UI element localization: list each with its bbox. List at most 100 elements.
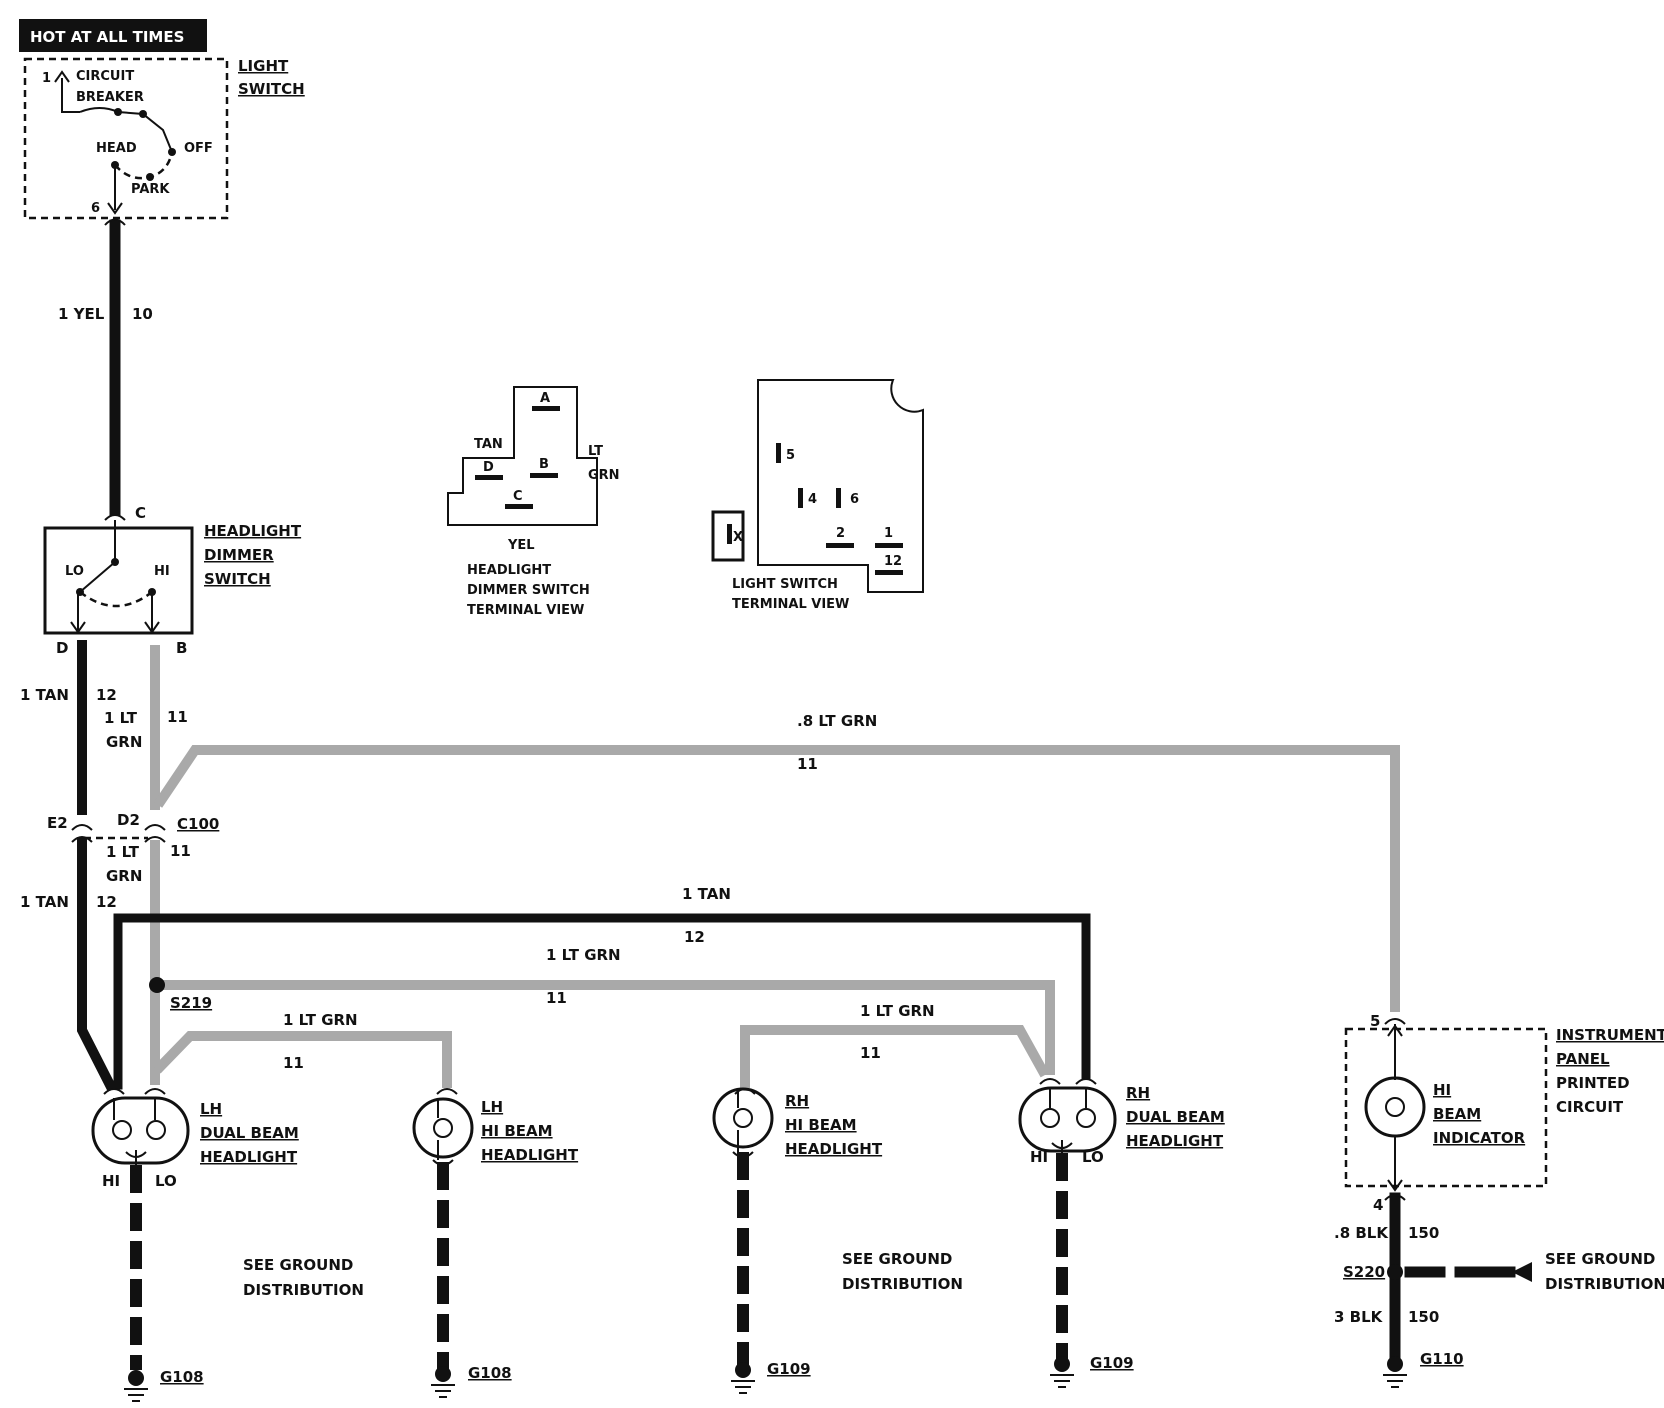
tan-lower-size: 1 TAN (20, 893, 69, 911)
ground-g109a: G109 (767, 1360, 811, 1378)
grn-lhhi-circuit: 11 (283, 1054, 304, 1072)
dimmer-terminal-view: A D B C TAN LT GRN YEL HEADLIGHT DIMMER … (447, 386, 620, 618)
tan-rh-circuit: 12 (684, 928, 705, 946)
indicator-pin5: 5 (1370, 1012, 1380, 1030)
grn-upper-size: 1 LT (104, 709, 138, 727)
connector-c100: E2 D2 C100 (47, 811, 219, 843)
grn-c100-size2: GRN (106, 867, 142, 885)
light-switch-name-2: SWITCH (238, 80, 305, 98)
lh-dual-name-2: DUAL BEAM (200, 1124, 299, 1142)
dimmer-view-yel: YEL (507, 538, 535, 553)
grn-ip-size: .8 LT GRN (797, 712, 877, 730)
ground-note-mid-2: DISTRIBUTION (842, 1275, 963, 1293)
indicator-name-1: HI (1433, 1081, 1451, 1099)
ground-symbols (124, 1356, 1407, 1402)
rh-hi-name-3: HEADLIGHT (785, 1140, 883, 1158)
lh-dual-name-1: LH (200, 1100, 222, 1118)
splice-s219-dot (149, 977, 165, 993)
rh-hi-beam-headlight: RH HI BEAM HEADLIGHT (712, 1087, 883, 1158)
lh-dual-lo: LO (155, 1172, 177, 1190)
rh-dual-lo: LO (1082, 1148, 1104, 1166)
dimmer-view-b: B (539, 457, 549, 472)
rh-hi-name-2: HI BEAM (785, 1116, 857, 1134)
c100-e2: E2 (47, 814, 68, 832)
dimmer-lo: LO (65, 564, 84, 579)
splice-s220-dot (1387, 1264, 1403, 1280)
splice-s220-label: S220 (1343, 1263, 1385, 1281)
dimmer-view-d: D (483, 460, 494, 475)
tan-upper-size: 1 TAN (20, 686, 69, 704)
light-switch-pin6: 6 (91, 201, 100, 216)
circuit-breaker-label-2: BREAKER (76, 90, 144, 105)
lt-grn-wires (84, 645, 1400, 1088)
lh-hi-name-1: LH (481, 1098, 503, 1116)
rh-dual-beam-headlight: HI LO RH DUAL BEAM HEADLIGHT (1018, 1078, 1225, 1166)
lh-dual-name-3: HEADLIGHT (200, 1148, 298, 1166)
grn-c100-circuit: 11 (170, 842, 191, 860)
ground-note-right-2: DISTRIBUTION (1545, 1275, 1664, 1293)
tan-lower-circuit: 12 (96, 893, 117, 911)
dimmer-view-caption-2: DIMMER SWITCH (467, 583, 590, 598)
light-switch-name-1: LIGHT (238, 57, 289, 75)
ground-icon (1383, 1356, 1407, 1388)
light-switch-terminal-view: 5 4 6 2 1 12 X LIGHT SWITCH TERMINAL VIE… (711, 379, 924, 612)
dimmer-hi: HI (154, 564, 170, 579)
switch-view-p1: 1 (884, 526, 893, 541)
c100-d2: D2 (117, 811, 140, 829)
switch-head-label: HEAD (96, 141, 137, 156)
ground-g109b: G109 (1090, 1354, 1134, 1372)
lh-dual-hi: HI (102, 1172, 120, 1190)
indicator-pin4: 4 (1373, 1196, 1383, 1214)
grn-rhhi-circuit: 11 (860, 1044, 881, 1062)
grn-rh-size: 1 LT GRN (546, 946, 621, 964)
lh-hi-name-3: HEADLIGHT (481, 1146, 579, 1164)
tan-wires (77, 640, 1091, 1092)
lh-hi-beam-headlight: LH HI BEAM HEADLIGHT (412, 1088, 579, 1166)
panel-name-2: PANEL (1556, 1050, 1610, 1068)
rh-dual-name-3: HEADLIGHT (1126, 1132, 1224, 1150)
dimmer-name-2: DIMMER (204, 546, 274, 564)
blk-upper-size: .8 BLK (1334, 1224, 1389, 1242)
ground-g108b: G108 (468, 1364, 512, 1382)
panel-name-3: PRINTED (1556, 1074, 1630, 1092)
wire-yel-circuit: 10 (132, 305, 153, 323)
grn-rhhi-size: 1 LT GRN (860, 1002, 935, 1020)
dimmer-view-caption-1: HEADLIGHT (467, 563, 551, 578)
dimmer-pin-d: D (56, 639, 68, 657)
ground-icon (124, 1370, 148, 1402)
grn-lhhi-size: 1 LT GRN (283, 1011, 358, 1029)
ground-icon (431, 1366, 455, 1398)
rh-dual-name-1: RH (1126, 1084, 1150, 1102)
splice-s219-label: S219 (170, 994, 212, 1012)
indicator-name-3: INDICATOR (1433, 1129, 1526, 1147)
ground-note-left-1: SEE GROUND (243, 1256, 353, 1274)
blk-upper-circuit: 150 (1408, 1224, 1439, 1242)
rh-dual-name-2: DUAL BEAM (1126, 1108, 1225, 1126)
switch-view-p6: 6 (850, 492, 859, 507)
ground-g108a: G108 (160, 1368, 204, 1386)
dimmer-view-grn: GRN (588, 468, 620, 483)
switch-view-caption-2: TERMINAL VIEW (732, 597, 849, 612)
dimmer-view-caption-3: TERMINAL VIEW (467, 603, 584, 618)
switch-view-caption-1: LIGHT SWITCH (732, 577, 838, 592)
switch-view-px: X (733, 530, 743, 545)
switch-park-label: PARK (131, 182, 170, 197)
ground-note-left-2: DISTRIBUTION (243, 1281, 364, 1299)
tan-rh-size: 1 TAN (682, 885, 731, 903)
dimmer-pin-b: B (176, 639, 187, 657)
tan-upper-circuit: 12 (96, 686, 117, 704)
dimmer-view-c: C (513, 489, 523, 504)
hot-banner-text: HOT AT ALL TIMES (30, 28, 184, 46)
circuit-breaker-label-1: CIRCUIT (76, 69, 134, 84)
ground-note-right-1: SEE GROUND (1545, 1250, 1655, 1268)
light-switch-pin1: 1 (42, 71, 51, 86)
dimmer-view-tan: TAN (474, 437, 503, 452)
switch-view-p2: 2 (836, 526, 845, 541)
indicator-name-2: BEAM (1433, 1105, 1481, 1123)
ground-wires (130, 1152, 1532, 1370)
lh-hi-name-2: HI BEAM (481, 1122, 553, 1140)
blk-lower-circuit: 150 (1408, 1308, 1439, 1326)
ground-icon (731, 1362, 755, 1394)
switch-view-p5: 5 (786, 448, 795, 463)
